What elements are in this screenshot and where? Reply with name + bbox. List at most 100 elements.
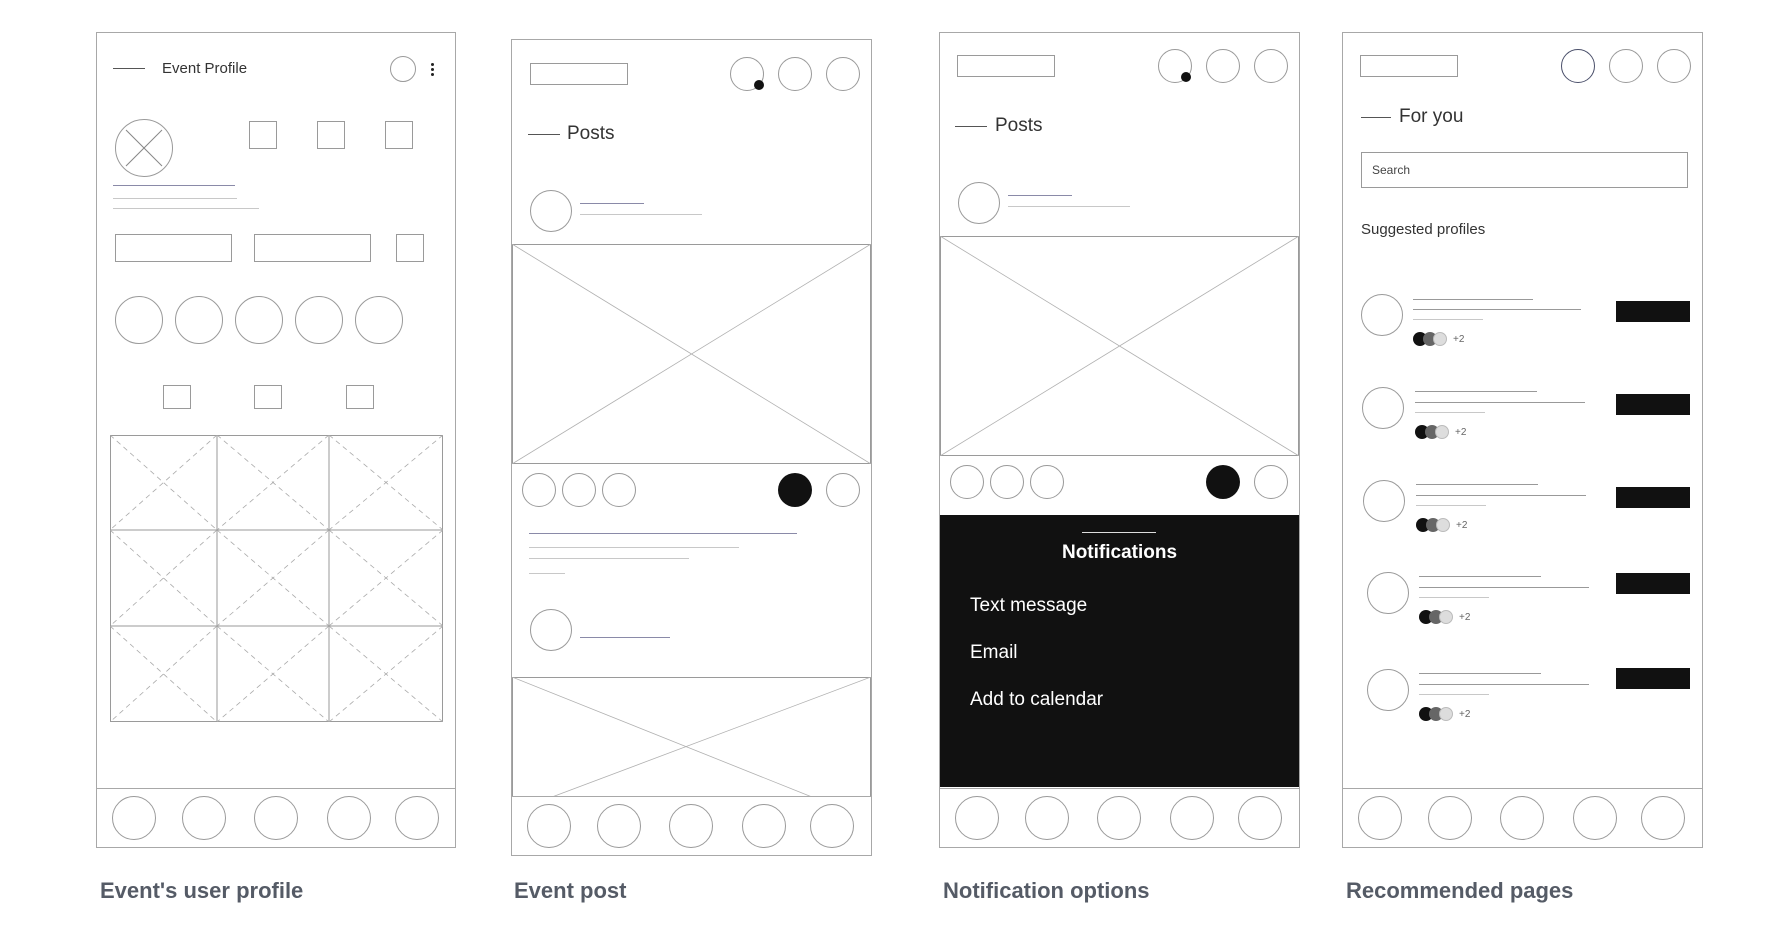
follow-button[interactable]: [1616, 301, 1690, 322]
search-input[interactable]: Search: [1361, 152, 1688, 188]
nav-tab-icon[interactable]: [597, 804, 641, 848]
back-arrow-icon[interactable]: [1361, 117, 1391, 118]
suggested-heading: Suggested profiles: [1361, 221, 1486, 238]
header-icon[interactable]: [1657, 49, 1691, 83]
option-email[interactable]: Email: [970, 642, 1018, 663]
photo-grid[interactable]: [110, 435, 443, 722]
notification-icon[interactable]: [1158, 49, 1192, 83]
post-image[interactable]: [512, 244, 871, 464]
nav-tab-icon[interactable]: [955, 796, 999, 840]
author-avatar[interactable]: [530, 190, 572, 232]
profile-line: [1413, 319, 1483, 320]
sheet-title: Notifications: [1061, 542, 1178, 563]
profile-avatar[interactable]: [1362, 387, 1404, 429]
profile-line: [1415, 402, 1585, 403]
reaction-icon[interactable]: [522, 473, 556, 507]
nav-tab-icon[interactable]: [669, 804, 713, 848]
author-avatar[interactable]: [530, 609, 572, 651]
profile-avatar[interactable]: [1361, 294, 1403, 336]
nav-tab-icon[interactable]: [1238, 796, 1282, 840]
share-icon[interactable]: [826, 473, 860, 507]
nav-tab-icon[interactable]: [810, 804, 854, 848]
mutual-count: +2: [1455, 427, 1467, 438]
follow-button[interactable]: [1616, 573, 1690, 594]
action-button[interactable]: [254, 234, 371, 262]
mutual-avatar: [1439, 707, 1453, 721]
page-title: Event Profile: [162, 60, 248, 77]
grid-tab-icon[interactable]: [346, 385, 374, 409]
reaction-icon[interactable]: [950, 465, 984, 499]
grid-tab-icon[interactable]: [163, 385, 191, 409]
follow-button[interactable]: [1616, 668, 1690, 689]
stat-box[interactable]: [317, 121, 345, 149]
nav-tab-icon[interactable]: [327, 796, 371, 840]
follow-button[interactable]: [1616, 394, 1690, 415]
back-arrow-icon[interactable]: [955, 126, 987, 127]
profile-line: [1419, 587, 1589, 588]
sheet-handle[interactable]: [1082, 532, 1156, 533]
action-circle-icon[interactable]: [390, 56, 416, 82]
post-image[interactable]: [512, 677, 871, 797]
post-image[interactable]: [940, 236, 1299, 456]
action-button[interactable]: [115, 234, 232, 262]
profile-avatar[interactable]: [1363, 480, 1405, 522]
nav-tab-icon[interactable]: [527, 804, 571, 848]
author-avatar[interactable]: [958, 182, 1000, 224]
header-icon-active[interactable]: [1561, 49, 1595, 83]
caption-screen4: Recommended pages: [1346, 878, 1574, 903]
nav-tab-icon[interactable]: [1500, 796, 1544, 840]
grid-tab-icon[interactable]: [254, 385, 282, 409]
screen-recommended-pages: For you Search Suggested profiles +2 +2 …: [1342, 32, 1703, 848]
share-icon[interactable]: [1254, 465, 1288, 499]
profile-avatar[interactable]: [1367, 669, 1409, 711]
mutual-count: +2: [1459, 612, 1471, 623]
nav-tab-icon[interactable]: [1641, 796, 1685, 840]
caption-line: [529, 533, 797, 534]
highlight-circle[interactable]: [115, 296, 163, 344]
nav-tab-icon[interactable]: [1573, 796, 1617, 840]
save-icon[interactable]: [778, 473, 812, 507]
section-title: Posts: [995, 115, 1043, 136]
nav-tab-icon[interactable]: [182, 796, 226, 840]
nav-tab-icon[interactable]: [1428, 796, 1472, 840]
profile-line: [1419, 694, 1489, 695]
highlight-circle[interactable]: [355, 296, 403, 344]
nav-tab-icon[interactable]: [1358, 796, 1402, 840]
reaction-icon[interactable]: [1030, 465, 1064, 499]
reaction-icon[interactable]: [990, 465, 1024, 499]
caption-screen1: Event's user profile: [100, 878, 304, 903]
stat-box[interactable]: [249, 121, 277, 149]
save-icon[interactable]: [1206, 465, 1240, 499]
screen-event-post: Posts: [511, 39, 872, 856]
nav-tab-icon[interactable]: [742, 804, 786, 848]
nav-tab-icon[interactable]: [395, 796, 439, 840]
follow-button[interactable]: [1616, 487, 1690, 508]
notification-dot-icon: [754, 80, 764, 90]
nav-tab-icon[interactable]: [1170, 796, 1214, 840]
nav-tab-icon[interactable]: [1025, 796, 1069, 840]
kebab-menu-icon[interactable]: [431, 63, 435, 78]
option-add-to-calendar[interactable]: Add to calendar: [970, 689, 1104, 710]
profile-avatar[interactable]: [1367, 572, 1409, 614]
header-icon[interactable]: [778, 57, 812, 91]
profile-line: [1419, 576, 1541, 577]
header-icon[interactable]: [1206, 49, 1240, 83]
stat-box[interactable]: [385, 121, 413, 149]
mutual-avatar: [1439, 610, 1453, 624]
header-icon[interactable]: [826, 57, 860, 91]
nav-tab-icon[interactable]: [254, 796, 298, 840]
highlight-circle[interactable]: [235, 296, 283, 344]
back-arrow-icon[interactable]: [528, 134, 560, 135]
highlight-circle[interactable]: [295, 296, 343, 344]
header-icon[interactable]: [1609, 49, 1643, 83]
reaction-icon[interactable]: [602, 473, 636, 507]
highlight-circle[interactable]: [175, 296, 223, 344]
action-button-small[interactable]: [396, 234, 424, 262]
header-icon[interactable]: [1254, 49, 1288, 83]
nav-tab-icon[interactable]: [112, 796, 156, 840]
option-text-message[interactable]: Text message: [970, 595, 1088, 616]
mutual-avatar: [1436, 518, 1450, 532]
back-arrow-icon[interactable]: [113, 68, 145, 69]
nav-tab-icon[interactable]: [1097, 796, 1141, 840]
reaction-icon[interactable]: [562, 473, 596, 507]
